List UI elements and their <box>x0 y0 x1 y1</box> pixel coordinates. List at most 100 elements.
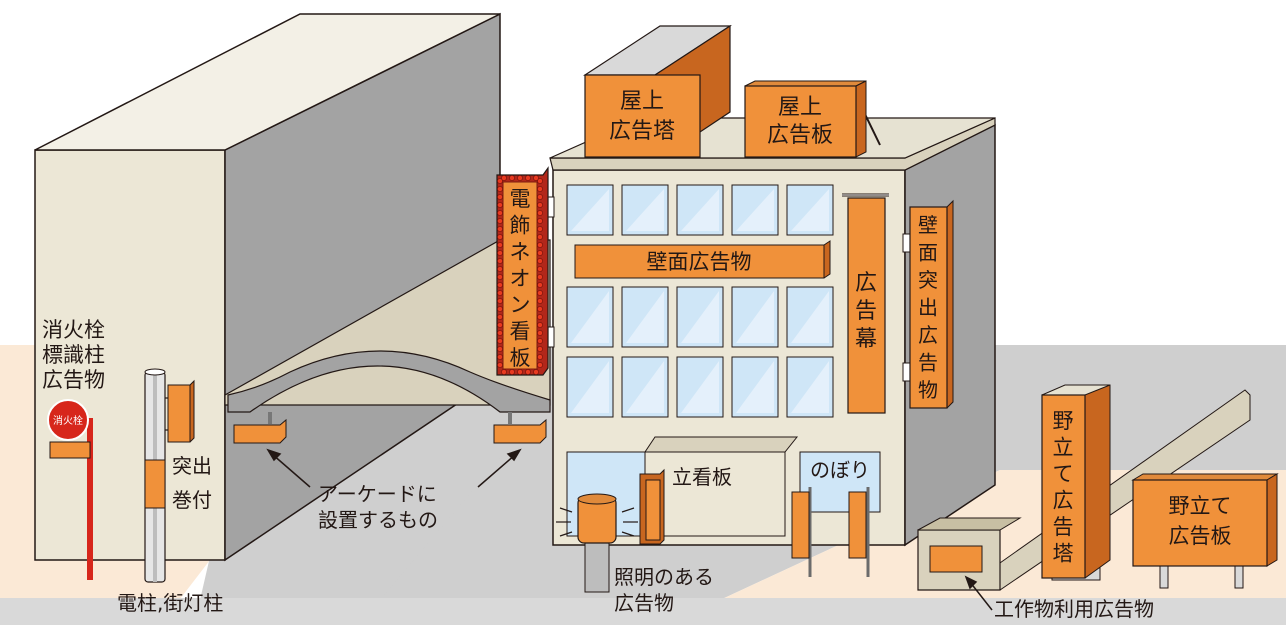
neon-bulb <box>497 218 503 224</box>
neon-bulb <box>537 226 543 232</box>
neon-bulb <box>537 354 543 360</box>
structure-sign <box>929 545 983 573</box>
label-denchu: 電柱,街灯柱 <box>117 591 223 615</box>
neon-bulb <box>501 369 507 375</box>
vertical-char: ン <box>510 293 531 317</box>
neon-bulb <box>497 234 503 240</box>
neon-bulb <box>537 290 543 296</box>
board-side <box>855 80 867 158</box>
vertical-char: 広 <box>855 271 877 296</box>
entrance <box>644 451 786 537</box>
neon-bulb <box>497 306 503 312</box>
standing-sign: 立看板 <box>639 465 732 545</box>
neon-bulb <box>497 258 503 264</box>
wall-sign-text: 壁面広告物 <box>647 250 752 274</box>
label-hydrant-3: 広告物 <box>42 368 105 392</box>
rooftop-board-line1: 屋上 <box>778 95 822 120</box>
neon-bulb <box>497 290 503 296</box>
arcade <box>224 239 551 444</box>
neon-bulb <box>537 314 543 320</box>
neon-bulb <box>497 330 503 336</box>
neon-bulb <box>497 322 503 328</box>
nobori-flag-2 <box>848 491 867 559</box>
projecting-sign-face <box>909 206 948 409</box>
arcade-sign-right <box>493 418 547 444</box>
board-top <box>744 80 867 87</box>
arcade-arch <box>227 350 551 413</box>
neon-bulb <box>525 369 531 375</box>
neon-bulb <box>537 274 543 280</box>
vertical-char: 広 <box>918 323 938 347</box>
neon-bulb <box>497 354 503 360</box>
label-hydrant-2: 標識柱 <box>42 343 105 367</box>
neon-bulb <box>497 202 503 208</box>
arcade-roof <box>224 239 551 406</box>
neon-bulb <box>537 258 543 264</box>
neon-bulb <box>497 250 503 256</box>
vertical-char: 看 <box>510 320 531 344</box>
vertical-char: 電 <box>510 187 531 211</box>
rooftop-board-sign <box>744 85 857 158</box>
roadside-board-face <box>1132 479 1268 567</box>
utility-pole <box>144 368 195 583</box>
nobori-flags: のぼり <box>791 458 870 577</box>
neon-bulb <box>537 282 543 288</box>
neon-bulb <box>537 306 543 312</box>
vertical-char: 立 <box>1053 436 1074 460</box>
neon-bulb <box>517 369 523 375</box>
hydrant-sign-text: 消火栓 <box>53 414 83 427</box>
banner: 広告幕 <box>842 193 889 414</box>
neon-bulb <box>537 330 543 336</box>
labels: 消火栓 標識柱 広告物 突出 巻付 電柱,街灯柱 アーケードに 設置するもの 照… <box>42 318 1154 621</box>
rooftop-board: 屋上 広告板 <box>744 80 881 158</box>
label-hydrant-1: 消火栓 <box>42 318 105 342</box>
neon-bulb <box>517 175 523 181</box>
neon-bulb <box>537 218 543 224</box>
neon-bulb <box>497 338 503 344</box>
neon-bulb <box>497 194 503 200</box>
neon-bulb <box>509 369 515 375</box>
neon-bulb <box>537 186 543 192</box>
neon-bulb <box>537 346 543 352</box>
left-building-roof <box>34 13 501 151</box>
projecting-pole-sign <box>167 384 191 443</box>
wall-sign-face <box>574 244 825 279</box>
windows <box>566 184 834 418</box>
illuminated-sign <box>556 493 638 593</box>
neon-bulb <box>537 338 543 344</box>
arcade-hanger-r <box>508 412 512 424</box>
label-arcade-2: 設置するもの <box>318 508 438 532</box>
hydrant-sign-pole: 消火栓 <box>47 399 93 580</box>
roadside-board: 野立て 広告板 <box>1131 473 1279 589</box>
wall-sign: 壁面広告物 <box>574 240 831 279</box>
arcade-arrows <box>266 448 522 488</box>
neon-sign-face <box>502 181 538 370</box>
neon-bulb <box>537 322 543 328</box>
vertical-char: 物 <box>918 378 938 402</box>
neon-bulb <box>537 234 543 240</box>
vertical-char: 壁 <box>918 213 938 237</box>
vertical-char: 面 <box>918 241 938 265</box>
vertical-char: 幕 <box>855 327 877 352</box>
neon-bulb <box>497 226 503 232</box>
neon-bulb <box>497 186 503 192</box>
street-bottom <box>0 598 1286 625</box>
rooftop-board-line2: 広告板 <box>767 123 833 148</box>
label-arcade-1: アーケードに <box>318 482 437 506</box>
rooftop-tower-sign <box>584 74 701 158</box>
label-shomei-1: 照明のある <box>614 565 714 589</box>
vertical-char: 広 <box>1053 489 1074 513</box>
neon-bulb <box>509 175 515 181</box>
neon-bulb <box>537 210 543 216</box>
neon-bulb <box>537 178 543 184</box>
rooftop-tower: 屋上 広告塔 <box>582 24 733 158</box>
entrance-canopy <box>644 436 799 453</box>
nobori-flag-1 <box>791 491 810 559</box>
structure-arrow <box>964 575 993 611</box>
neon-bulb <box>537 298 543 304</box>
neon-bulb <box>537 362 543 368</box>
neon-bulb <box>497 274 503 280</box>
